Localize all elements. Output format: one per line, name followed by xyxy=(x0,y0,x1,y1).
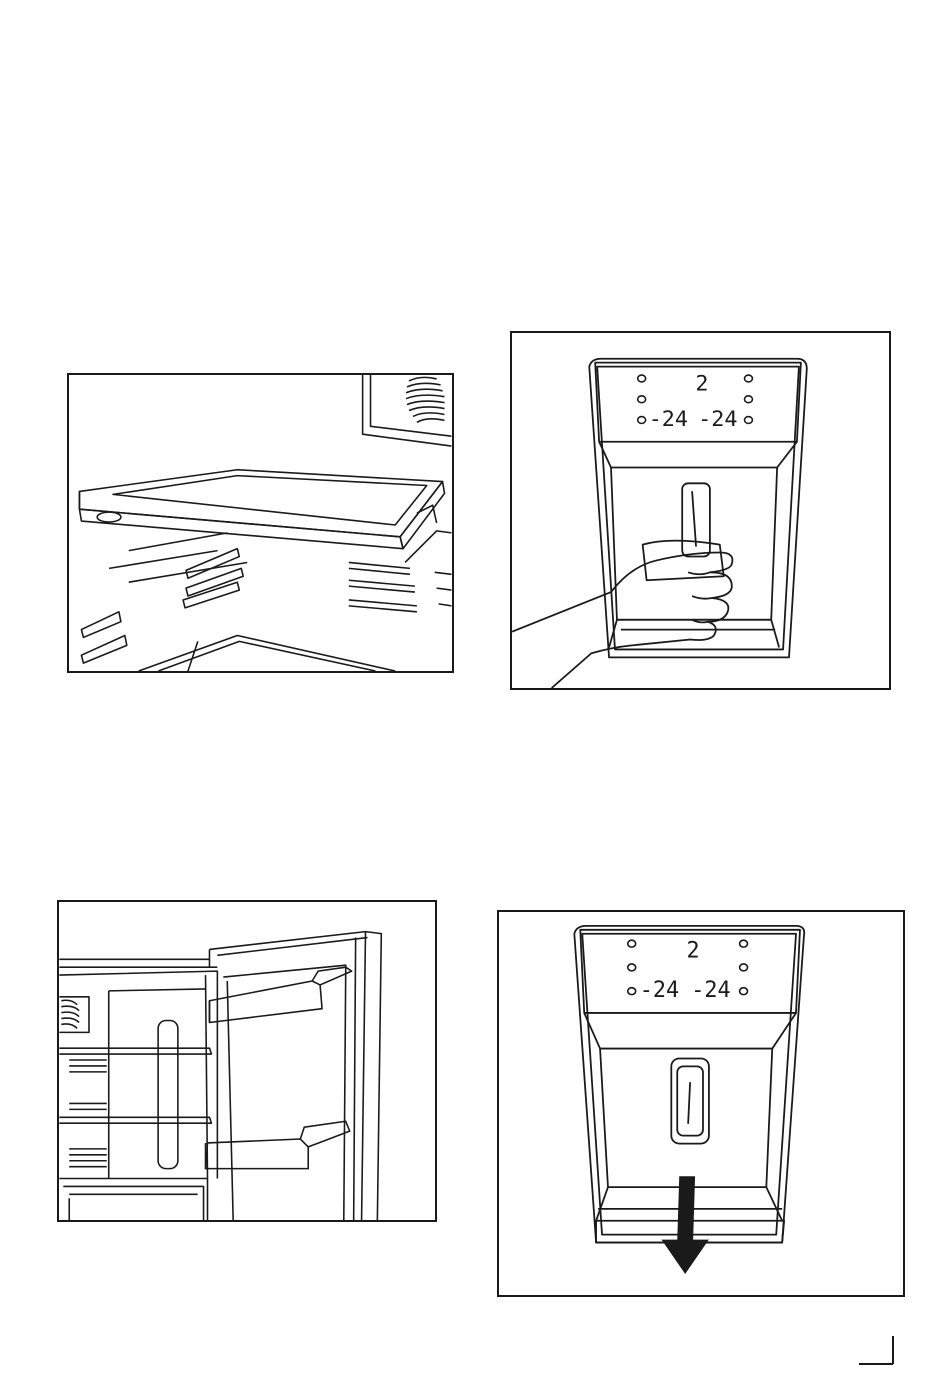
fridge-temperature-readout: 2 xyxy=(695,371,708,396)
indicator-led-icon xyxy=(638,375,646,382)
fan-grille-icon xyxy=(61,1000,79,1028)
figure-dispenser-use: 2 -24 -24 xyxy=(510,331,891,690)
page-corner-mark xyxy=(855,1334,900,1372)
drip-tray-illustration: 2 -24 -24 xyxy=(499,912,903,1295)
fridge-door-illustration xyxy=(59,902,435,1220)
freezer-temperature-readout-right: -24 xyxy=(698,407,737,432)
freezer-temperature-readout-right: -24 xyxy=(691,978,730,1003)
figure-shelf-insertion xyxy=(67,373,454,673)
figure-open-fridge-door xyxy=(57,900,437,1222)
freezer-temperature-readout-left: -24 xyxy=(640,978,679,1003)
indicator-led-icon xyxy=(628,940,636,947)
shelf-illustration xyxy=(69,375,452,671)
fridge-temperature-readout: 2 xyxy=(687,939,700,964)
figure-drip-tray-removal: 2 -24 -24 xyxy=(497,910,905,1297)
dispenser-illustration: 2 -24 -24 xyxy=(512,333,889,688)
down-arrow-icon xyxy=(663,1177,707,1272)
fan-grille-icon xyxy=(406,377,444,422)
freezer-temperature-readout-left: -24 xyxy=(649,407,688,432)
